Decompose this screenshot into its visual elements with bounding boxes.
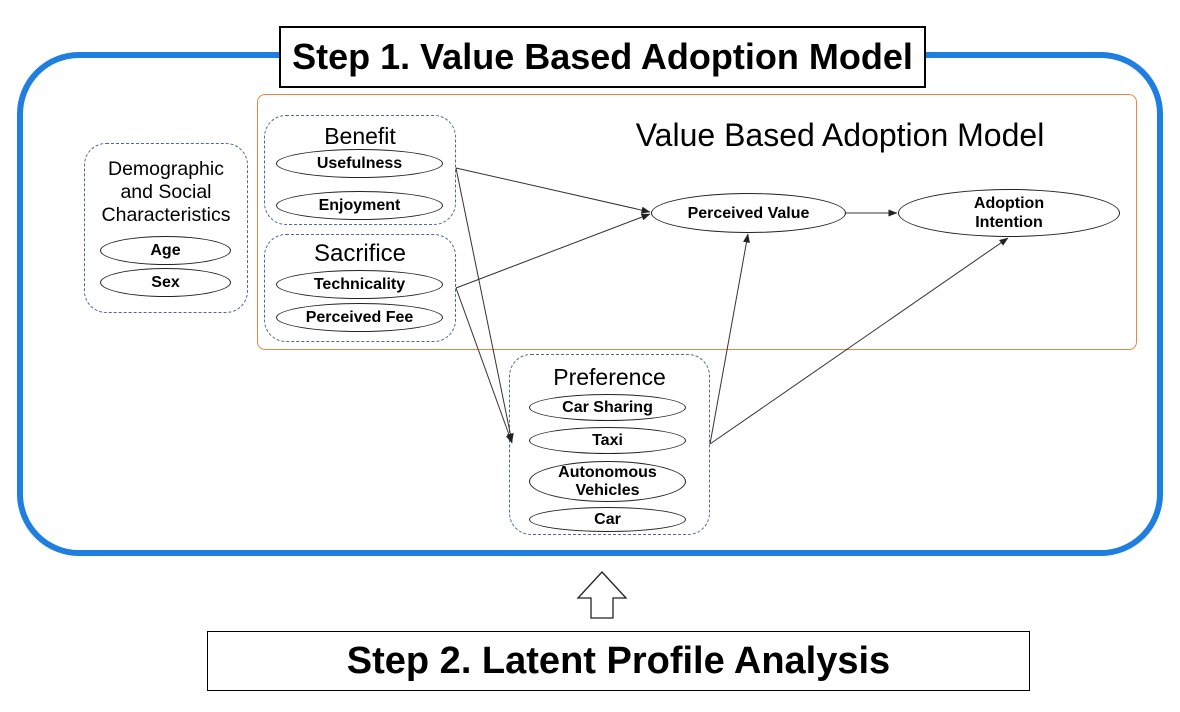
autonomous-vehicles-line-1: Autonomous (558, 463, 657, 481)
age-node: Age (100, 236, 231, 265)
enjoyment-node: Enjoyment (276, 191, 443, 220)
adoption-intention-node: Adoption Intention (898, 189, 1120, 237)
demographics-label-line-2: and Social (120, 181, 212, 203)
benefit-label: Benefit (324, 123, 396, 149)
preference-label: Preference (553, 364, 666, 390)
sex-node: Sex (100, 268, 231, 297)
value-based-adoption-model-frame (257, 94, 1137, 350)
arrow-benefit-to-perceived-value (455, 167, 651, 214)
demographics-label-line-1: Demographic (108, 158, 224, 180)
adoption-intention-line-1: Adoption (973, 195, 1045, 212)
step2-title: Step 2. Latent Profile Analysis (207, 631, 1030, 691)
perceived-value-node: Perceived Value (651, 193, 846, 233)
autonomous-vehicles-node: Autonomous Vehicles (529, 461, 686, 502)
step1-title: Step 1. Value Based Adoption Model (279, 26, 926, 88)
demographics-label-line-3: Characteristics (101, 204, 231, 226)
autonomous-vehicles-line-2: Vehicles (575, 481, 640, 499)
arrow-benefit-to-preference (455, 167, 514, 443)
car-sharing-node: Car Sharing (529, 394, 686, 421)
car-node: Car (529, 507, 686, 532)
up-arrow-icon (576, 571, 628, 619)
model-title: Value Based Adoption Model (635, 117, 1045, 153)
technicality-node: Technicality (276, 270, 443, 299)
taxi-node: Taxi (529, 427, 686, 454)
usefulness-node: Usefulness (276, 149, 443, 178)
arrow-preference-to-adoption-intention (709, 237, 1009, 445)
arrow-preference-to-perceived-value (709, 233, 750, 445)
perceived-fee-node: Perceived Fee (276, 303, 443, 332)
adoption-intention-line-2: Intention (975, 214, 1043, 231)
arrow-sacrifice-to-preference (455, 287, 513, 444)
sacrifice-label: Sacrifice (313, 240, 407, 267)
arrow-sacrifice-to-perceived-value (455, 213, 651, 289)
demographics-label: Demographic and Social Characteristics (84, 158, 248, 227)
